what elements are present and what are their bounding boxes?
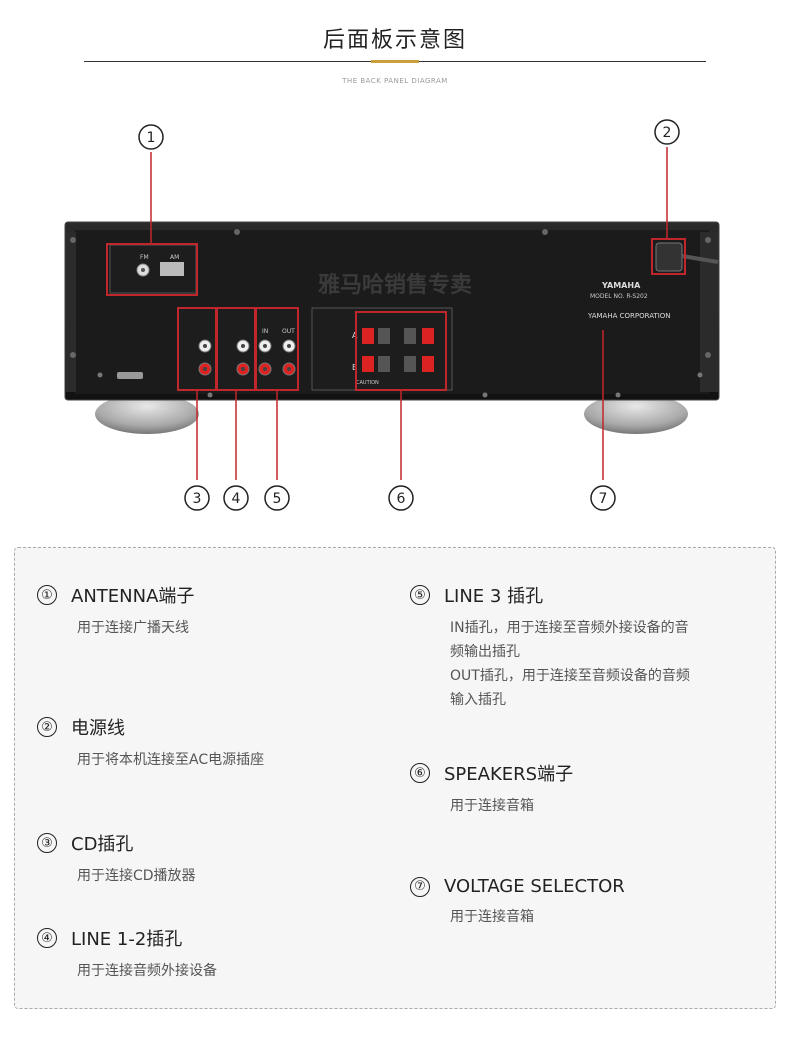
legend-number: ⑥ xyxy=(410,763,430,783)
svg-text:5: 5 xyxy=(273,491,282,507)
legend-title: ANTENNA端子 xyxy=(71,586,195,607)
callout-1: 1 xyxy=(138,124,164,150)
line3-in-label: IN xyxy=(262,328,268,335)
legend-desc: IN插孔，用于连接至音频外接设备的音 xyxy=(450,620,689,636)
model-number: MODEL NO. R-S202 xyxy=(590,293,648,300)
legend-item-antenna: ① ANTENNA端子 用于连接广播天线 xyxy=(37,582,194,640)
feet xyxy=(95,394,688,434)
left-foot xyxy=(95,394,199,434)
page-subtitle: THE BACK PANEL DIAGRAM xyxy=(342,77,448,85)
legend-desc: 用于连接音频外接设备 xyxy=(77,963,217,979)
legend-number: ② xyxy=(37,717,57,737)
speaker-b-label: B xyxy=(352,363,358,372)
svg-text:7: 7 xyxy=(599,491,608,507)
antenna-fm-label: FM xyxy=(140,254,149,261)
brand-label: YAMAHA xyxy=(601,281,641,290)
legend-desc: 用于将本机连接至AC电源插座 xyxy=(77,752,265,768)
caution-label: CAUTION xyxy=(356,380,379,386)
legend-number: ⑤ xyxy=(410,585,430,605)
watermark: 雅马哈销售专卖 xyxy=(318,272,472,298)
callout-6: 6 xyxy=(388,485,414,511)
svg-text:2: 2 xyxy=(663,125,672,141)
legend-item-line12: ④ LINE 1-2插孔 用于连接音频外接设备 xyxy=(37,925,217,983)
legend-desc: 用于连接音箱 xyxy=(450,798,534,814)
speaker-terminals: A B CAUTION xyxy=(311,307,453,391)
callout-5: 5 xyxy=(264,485,290,511)
legend-number: ⑦ xyxy=(410,876,430,897)
legend-item-voltage: ⑦ VOLTAGE SELECTOR 用于连接音箱 xyxy=(410,876,625,929)
legend-desc: 用于连接CD播放器 xyxy=(77,868,196,884)
svg-text:1: 1 xyxy=(147,130,156,146)
legend-title: VOLTAGE SELECTOR xyxy=(444,876,625,897)
legend-number: ④ xyxy=(37,928,57,948)
legend-desc: 用于连接音箱 xyxy=(450,909,534,925)
leader-lines xyxy=(150,147,668,480)
callout-7: 7 xyxy=(590,485,616,511)
legend-title: LINE 3 插孔 xyxy=(444,586,544,607)
legend-item-line3: ⑤ LINE 3 插孔 IN插孔，用于连接至音频外接设备的音 频输出插孔 OUT插… xyxy=(410,582,690,712)
legend-desc: 频输出插孔 xyxy=(450,644,520,660)
line3-out-label: OUT xyxy=(282,328,295,335)
legend-desc: OUT插孔，用于连接至音频设备的音频 xyxy=(450,668,690,684)
callout-3: 3 xyxy=(184,485,210,511)
callouts: 1 2 3 4 5 6 7 xyxy=(138,119,680,511)
svg-text:6: 6 xyxy=(397,491,406,507)
antenna-am-label: AM xyxy=(170,254,179,261)
rca-jacks: IN OUT xyxy=(178,308,300,390)
antenna-terminals: FM AM xyxy=(109,244,197,294)
legend-title: SPEAKERS端子 xyxy=(444,764,574,785)
right-foot xyxy=(584,394,688,434)
legend-number: ① xyxy=(37,585,57,605)
legend-desc: 输入插孔 xyxy=(450,692,506,708)
legend-item-speakers: ⑥ SPEAKERS端子 用于连接音箱 xyxy=(410,760,573,818)
legend-desc: 用于连接广播天线 xyxy=(77,620,189,636)
back-panel-diagram: 雅马哈销售专卖 FM AM IN OUT A B CAUTION xyxy=(64,119,720,511)
svg-text:3: 3 xyxy=(193,491,202,507)
page-title: 后面板示意图 xyxy=(322,28,467,53)
antenna-highlight xyxy=(106,243,198,296)
callout-4: 4 xyxy=(223,485,249,511)
corporation-label: YAMAHA CORPORATION xyxy=(587,312,671,320)
legend-title: LINE 1-2插孔 xyxy=(71,929,183,950)
title-accent xyxy=(371,60,419,63)
legend-item-power: ② 电源线 用于将本机连接至AC电源插座 xyxy=(37,714,264,772)
callout-2: 2 xyxy=(654,119,680,145)
legend-item-cd: ③ CD插孔 用于连接CD播放器 xyxy=(37,830,196,888)
svg-text:4: 4 xyxy=(232,491,241,507)
legend-number: ③ xyxy=(37,833,57,853)
title-divider xyxy=(84,60,706,63)
legend-title: 电源线 xyxy=(71,718,125,739)
power-cord-highlight xyxy=(651,238,686,275)
legend-title: CD插孔 xyxy=(71,834,134,855)
power-cord xyxy=(655,242,719,272)
branding: YAMAHA MODEL NO. R-S202 YAMAHA CORPORATI… xyxy=(587,281,671,320)
